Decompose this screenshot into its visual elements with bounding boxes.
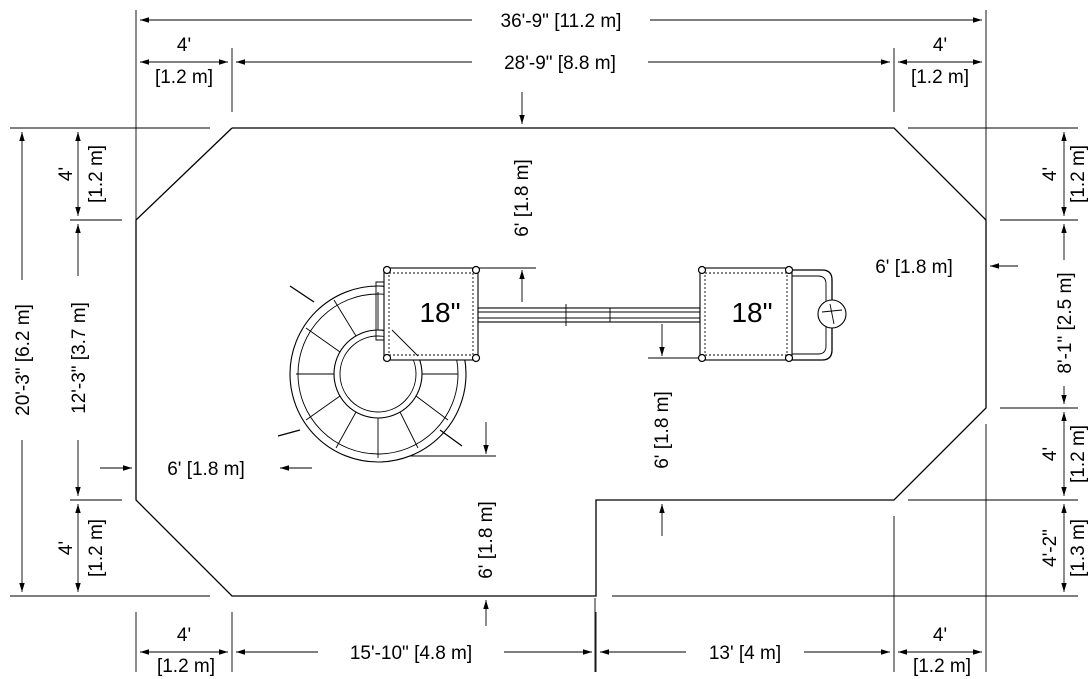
- right-top-ft-label: 4': [1040, 167, 1061, 181]
- right-bottom-m-label: [1.3 m]: [1068, 519, 1088, 577]
- left-bottom-m-label: [1.2 m]: [86, 519, 107, 577]
- clearance-arrows: [100, 92, 1018, 626]
- clearance-below-bridge-label: 6' [1.8 m]: [652, 391, 673, 469]
- deck-right-height: 18": [731, 297, 772, 328]
- clearance-below-slide-label: 6' [1.8 m]: [476, 501, 497, 579]
- clearance-top-label: 6' [1.8 m]: [512, 159, 533, 237]
- clearance-left-label: 6' [1.8 m]: [167, 459, 245, 480]
- top-left-ft-label: 4': [177, 35, 191, 56]
- deck-right: 18": [697, 265, 794, 363]
- clearance-right-label: 6' [1.8 m]: [875, 257, 953, 278]
- bridge: [477, 304, 701, 326]
- extension-lines: [10, 10, 1078, 672]
- dimension-labels: 36'-9" [11.2 m] 28'-9" [8.8 m] 4' [1.2 m…: [13, 11, 1088, 677]
- top-right-ft-label: 4': [933, 35, 947, 56]
- left-top-ft-label: 4': [56, 167, 77, 181]
- deck-left: 18": [375, 265, 481, 363]
- bottom-left-m-label: [1.2 m]: [157, 656, 215, 677]
- right-top-m-label: [1.2 m]: [1068, 145, 1088, 203]
- dimension-lines-left: [19, 132, 81, 592]
- right-lower-ft-label: 4': [1040, 447, 1061, 461]
- left-bottom-ft-label: 4': [56, 541, 77, 555]
- left-top-m-label: [1.2 m]: [86, 145, 107, 203]
- top-right-m-label: [1.2 m]: [911, 67, 969, 88]
- overall-width-label: 36'-9" [11.2 m]: [501, 11, 622, 32]
- bottom-mid-right-label: 13' [4 m]: [709, 643, 781, 664]
- right-mid-label: 8'-1" [2.5 m]: [1055, 272, 1076, 373]
- bottom-right-ft-label: 4': [933, 625, 947, 646]
- deck-left-height: 18": [419, 297, 460, 328]
- left-overall-label: 20'-3" [6.2 m]: [13, 304, 34, 416]
- top-left-m-label: [1.2 m]: [155, 67, 213, 88]
- right-bottom-ft-label: 4'-2": [1040, 529, 1061, 567]
- steering-wheel-panel: [792, 269, 847, 361]
- bottom-mid-left-label: 15'-10" [4.8 m]: [350, 643, 472, 664]
- use-zone-outline: [135, 127, 987, 597]
- bottom-left-ft-label: 4': [177, 625, 191, 646]
- bottom-right-m-label: [1.2 m]: [913, 656, 971, 677]
- inner-width-label: 28'-9" [8.8 m]: [504, 53, 616, 74]
- left-inner-label: 12'-3" [3.7 m]: [69, 302, 90, 414]
- right-lower-m-label: [1.2 m]: [1068, 425, 1088, 483]
- dimension-lines-top: [140, 17, 982, 65]
